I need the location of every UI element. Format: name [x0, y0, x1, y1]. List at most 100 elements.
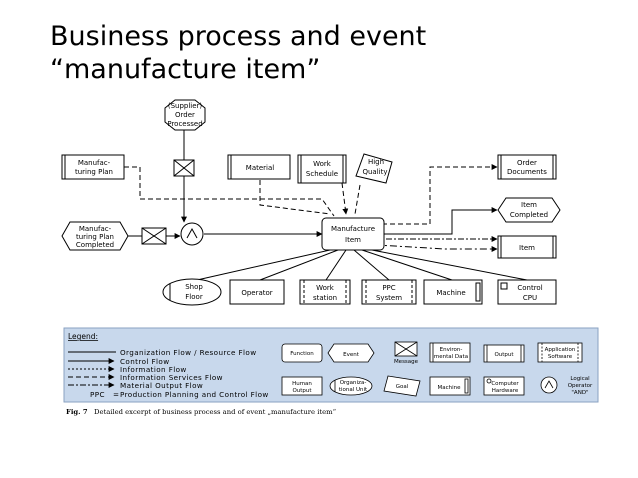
slide-title: Business process and event “manufacture … [50, 21, 427, 85]
connectors [124, 130, 528, 281]
legend-symbol-human-output: Human Output [281, 376, 323, 396]
caption-label: Fig. 7 [66, 408, 88, 416]
function-manufacture-item: Manufacture Item [321, 217, 385, 251]
figure-caption: Fig. 7 Detailed excerpt of business proc… [66, 408, 337, 416]
manuf-plan-line2: turing Plan [75, 168, 113, 176]
legend-human-line1: Human [292, 381, 312, 387]
work-schedule-line1: Work [313, 160, 332, 168]
shop-floor-line2: Floor [185, 293, 203, 301]
goal-high-quality: High Quality [355, 153, 393, 184]
legend-row-material: Material Output Flow [120, 381, 203, 390]
legend-env-line2: mental Data [434, 354, 468, 360]
legend-ppc-def: Production Planning and Control Flow [120, 390, 269, 399]
work-schedule-line2: Schedule [306, 170, 338, 178]
ppc-system-line1: PPC [382, 284, 395, 292]
human-operator: Operator [229, 279, 285, 305]
flow-order-documents [382, 164, 498, 225]
hardware-control-cpu: Control CPU [497, 279, 557, 305]
machine-label: Machine [436, 289, 465, 297]
material-label: Material [246, 164, 274, 172]
legend-heading: Legend: [68, 332, 98, 341]
legend-logical-line3: "AND" [571, 390, 588, 396]
info-manufacturing-plan: Manufac- turing Plan [61, 154, 125, 180]
legend-app-line2: Software [548, 354, 573, 360]
legend-logical-line2: Operator [568, 383, 593, 389]
legend-hw-line1: Computer [491, 381, 519, 387]
legend-symbol-event: Event [327, 343, 375, 363]
legend-symbol-output: Output [483, 344, 525, 363]
flow-highquality [354, 184, 361, 215]
legend-env-line1: Environ- [440, 347, 463, 353]
legend-app-line1: Application [545, 347, 576, 353]
control-cpu-line1: Control [517, 284, 542, 292]
flow-material-output [359, 243, 498, 252]
event-order-processed-line3: Processed [167, 120, 202, 128]
work-station-line2: station [313, 294, 337, 302]
high-quality-line2: Quality [362, 168, 387, 176]
event-order-processed: (Supplier) Order Processed [164, 99, 206, 131]
legend-goal-label: Goal [396, 384, 409, 390]
legend-ppc-eq: = [113, 390, 119, 399]
event-item-completed: Item Completed [497, 197, 561, 223]
legend-symbol-org-unit: Organiza- tional Unit [329, 376, 373, 396]
software-ppc-system: PPC System [361, 279, 417, 305]
event-order-processed-line1: (Supplier) [168, 102, 203, 110]
legend-org-line2: tional Unit [339, 387, 368, 393]
item-completed-line1: Item [521, 201, 537, 209]
message-icon [141, 227, 167, 245]
operator-label: Operator [241, 289, 272, 297]
legend-ppc-abbr: PPC [90, 390, 105, 399]
legend-hw-line2: Hardware [492, 388, 519, 394]
legend-message-label: Message [394, 359, 419, 365]
resource-machine [361, 249, 453, 281]
resource-controlcpu [371, 249, 528, 281]
output-order-documents: Order Documents [497, 154, 557, 180]
legend-symbol-app-software: Application Software [537, 342, 583, 363]
output-item: Item [497, 235, 557, 259]
order-docs-line1: Order [517, 159, 537, 167]
shop-floor-line1: Shop [185, 283, 203, 291]
legend-row-infoservices: Information Services Flow [120, 373, 223, 382]
legend-machine-label: Machine [437, 385, 461, 391]
legend-symbol-function: Function [281, 343, 323, 363]
flow-workschedule [341, 182, 349, 215]
control-cpu-line2: CPU [523, 294, 537, 302]
legend: Legend: Organization Flow / Resource Flo… [63, 327, 599, 403]
material-node: Material [227, 154, 291, 180]
legend-symbol-machine: Machine [429, 376, 471, 396]
legend-row-org: Organization Flow / Resource Flow [120, 348, 257, 357]
manufacture-item-line2: Item [345, 236, 361, 244]
legend-row-info: Information Flow [120, 365, 187, 374]
item-label: Item [519, 244, 535, 252]
plan-completed-line1: Manufac- [79, 225, 112, 233]
resource-shopfloor [196, 249, 331, 281]
event-plan-completed: Manufac- turing Plan Completed [61, 221, 129, 251]
resource-ppcsystem [353, 249, 390, 281]
legend-row-control: Control Flow [120, 357, 169, 366]
legend-org-line1: Organiza- [340, 380, 367, 386]
plan-completed-line3: Completed [76, 241, 114, 249]
info-work-schedule: Work Schedule [297, 154, 347, 184]
manuf-plan-line1: Manufac- [78, 159, 111, 167]
legend-symbol-goal: Goal [383, 375, 421, 397]
org-unit-shop-floor: Shop Floor [162, 278, 222, 306]
manufacture-item-line1: Manufacture [331, 225, 375, 233]
legend-symbol-computer-hw: Computer Hardware [483, 376, 525, 396]
item-completed-line2: Completed [510, 211, 548, 219]
flow-plan-info [124, 166, 335, 217]
flow-material [259, 180, 331, 215]
legend-output-label: Output [494, 352, 514, 358]
resource-operator [259, 249, 339, 281]
legend-message-icon: Message [394, 341, 419, 365]
legend-logical-line1: Logical [570, 376, 590, 382]
legend-event-label: Event [343, 352, 360, 358]
hardware-work-station: Work station [299, 279, 351, 305]
and-operator-icon [180, 222, 204, 246]
message-icon [173, 159, 195, 177]
ppc-system-line2: System [376, 294, 402, 302]
caption-text: Detailed excerpt of business process and… [94, 408, 337, 416]
event-order-processed-line2: Order [175, 111, 195, 119]
order-docs-line2: Documents [507, 168, 547, 176]
legend-human-line2: Output [292, 388, 312, 394]
